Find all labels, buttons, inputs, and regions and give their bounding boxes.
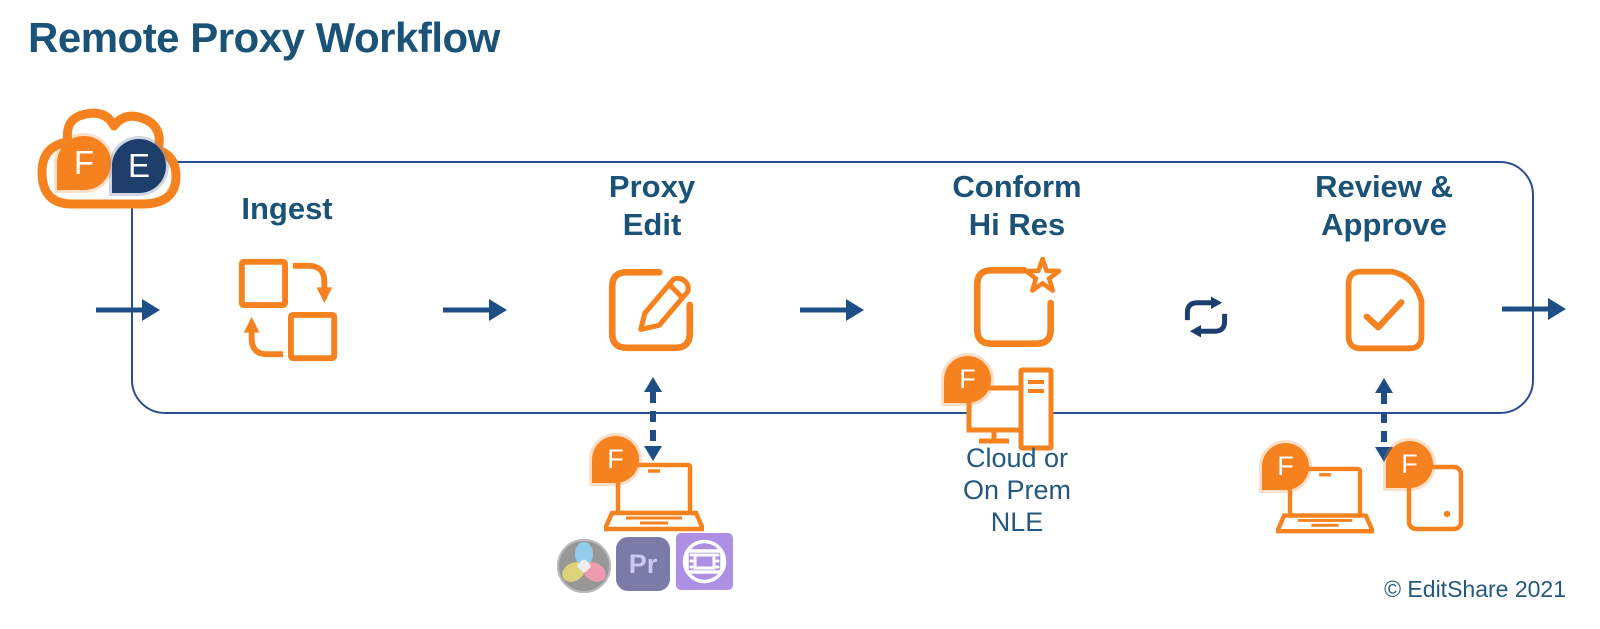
- editshare-e-letter: E: [127, 147, 150, 184]
- editshare-e-pin-badge: E: [112, 139, 166, 193]
- flex-f-letter: F: [73, 144, 95, 181]
- premiere-pro-icon: Pr: [616, 537, 670, 591]
- copyright-text: © EditShare 2021: [1384, 576, 1566, 602]
- avid-media-composer-icon: [676, 533, 733, 590]
- page-title: Remote Proxy Workflow: [28, 14, 500, 61]
- conform-note: Cloud or On Prem NLE: [962, 443, 1072, 537]
- review-laptop-icon: [1276, 466, 1374, 534]
- exit-arrow-right-icon: [1502, 298, 1566, 320]
- star-square-icon: [973, 256, 1062, 348]
- laptop-icon: [604, 462, 704, 532]
- document-check-icon: [1345, 268, 1425, 352]
- flex-f-pin-badge: F: [57, 136, 111, 190]
- proxy-laptop-f-badge: F: [592, 436, 639, 483]
- review-dashed-double-arrow-icon: [1375, 378, 1393, 462]
- proxy-to-conform-arrow-right-icon: [800, 299, 864, 321]
- davinci-resolve-icon: [557, 539, 611, 593]
- step-label-proxy-edit: Proxy Edit: [608, 169, 696, 242]
- conform-workstation-f-badge: F: [944, 356, 991, 403]
- review-tablet-f-badge: F: [1386, 441, 1433, 488]
- ingest-to-proxy-arrow-right-icon: [443, 299, 507, 321]
- sync-loop-icon: [1184, 296, 1228, 338]
- entry-arrow-right-icon: [96, 299, 160, 321]
- desktop-workstation-icon: [966, 367, 1054, 451]
- workflow-box: [131, 161, 1534, 414]
- step-label-ingest: Ingest: [241, 191, 333, 226]
- edit-square-pencil-icon: [608, 268, 694, 352]
- step-label-review-approve: Review & Approve: [1315, 169, 1453, 242]
- sync-squares-icon: [238, 258, 338, 362]
- proxy-dashed-double-arrow-icon: [644, 377, 662, 461]
- review-laptop-f-badge: F: [1262, 443, 1309, 490]
- step-label-conform-hires: Conform Hi Res: [952, 169, 1082, 242]
